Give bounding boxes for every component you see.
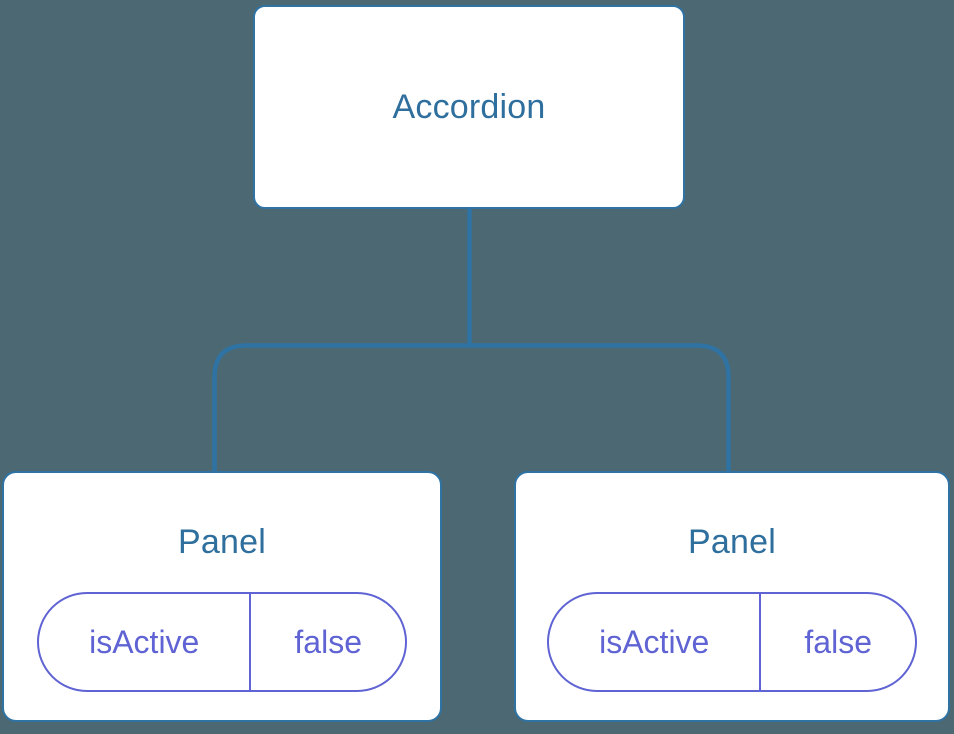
- state-value: false: [249, 594, 405, 690]
- accordion-node-label: Accordion: [392, 87, 546, 126]
- state-value: false: [759, 594, 915, 690]
- panel-node-right: Panel isActive false: [514, 471, 950, 722]
- panel-right-state-pill: isActive false: [547, 592, 917, 692]
- panel-left-state-pill: isActive false: [37, 592, 407, 692]
- panel-left-label: Panel: [178, 523, 266, 561]
- accordion-node: Accordion: [253, 5, 685, 209]
- state-key: isActive: [89, 623, 200, 660]
- panel-right-label: Panel: [688, 523, 776, 561]
- state-key: isActive: [599, 623, 710, 660]
- panel-node-left: Panel isActive false: [2, 471, 442, 722]
- connector-branches: [212, 343, 731, 475]
